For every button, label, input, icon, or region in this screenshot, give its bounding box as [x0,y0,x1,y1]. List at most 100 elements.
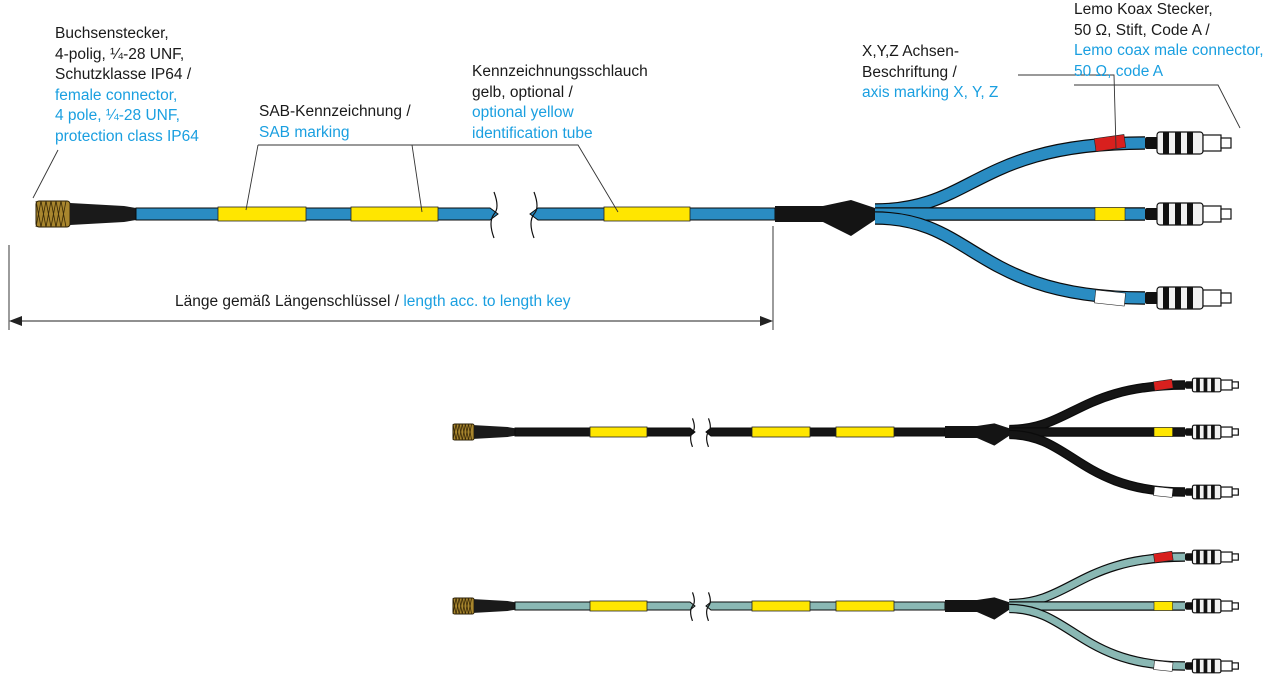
length-dimension-en: length acc. to length key [403,293,571,310]
yellow-marker [350,206,439,222]
lemo-front [1220,660,1233,672]
lemo-tip [1220,292,1232,304]
label-axis-marking: X,Y,Z Achsen- Beschriftung / axis markin… [862,42,998,104]
lemo-grip-band [1175,132,1181,154]
lemo-strain-relief [1145,208,1159,220]
main-cable-right [705,427,946,437]
identification-tube-de-line-1: Kennzeichnungsschlauch [472,63,648,80]
lemo-front [1220,426,1233,438]
knurl-line [35,200,42,228]
lemo-grip-band [1187,287,1193,309]
breakout-boot [977,423,1010,446]
lemo-strain-relief [1185,602,1194,610]
axis-marking-en-line-1: axis marking X, Y, Z [862,84,999,101]
sab-marking-en-line-1: SAB marking [259,123,350,141]
lemo-grip-band [1211,378,1215,392]
lemo-strain-relief [1185,553,1194,561]
lemo-grip-band [1163,203,1169,225]
knurl-line [465,423,469,441]
lemo-front [1202,289,1222,307]
yellow-marker [751,426,811,438]
knurl-line [465,597,469,615]
knurl-line [60,200,67,228]
breakout-boot [823,200,875,236]
lemo-grip-band [1163,287,1169,309]
lemo-front [1202,205,1222,223]
dimension-arrow-right [760,316,773,326]
break-mark-right [530,191,538,239]
female-connector-de-line-3: Schutzklasse IP64 / [55,66,192,83]
lemo-grip-band [1211,599,1215,613]
lemo-connector-de-line-2: 50 Ω, Stift, Code A / [1074,21,1210,39]
axis-marker-x [1153,550,1174,564]
lemo-grip-band [1196,550,1200,564]
branch-x-outline [1009,552,1186,609]
branch-z-cable [874,212,1146,304]
branch-x-cable [1009,381,1186,434]
axis-marker-z [1094,289,1126,307]
knurl-line [452,423,457,441]
label-female-connector: Buchsenstecker, 4-polig, ¼-28 UNF, Schut… [55,24,199,147]
branch-x-cable [874,137,1146,216]
lemo-tip [1231,662,1239,670]
knurl-line [461,597,466,615]
knurl-line [40,200,47,228]
splice-sleeve [945,600,977,612]
breakout-boot [977,597,1010,620]
leader-sab-marking-2 [411,144,470,213]
lemo-grip-band [1203,378,1208,392]
lemo-strain-relief [1185,662,1194,670]
identification-tube-de-line-2: gelb, optional / [472,83,573,101]
female-connector-en-line-3: protection class IP64 [55,127,199,145]
lemo-grip-band [1203,550,1208,564]
sab-marking-de-line-1: SAB-Kennzeichnung / [259,103,411,120]
lemo-grip-band [1163,132,1169,154]
lemo-connector [1185,658,1239,674]
lemo-grip-band [1175,203,1181,225]
lemo-tip [1220,208,1232,220]
cable-assembly-blue [35,131,1232,310]
lemo-grip-band [1203,485,1208,499]
lemo-tip [1220,137,1232,149]
lemo-connector-en-line-1: Lemo coax male connector, [1074,42,1264,59]
lemo-grip-band [1211,659,1215,673]
leader-identification-tube [470,144,619,213]
branch-z-outline [874,211,1146,305]
lemo-grip-band [1203,599,1208,613]
axis-marker-z [1153,660,1174,672]
yellow-marker [835,426,895,438]
splice-sleeve [775,206,823,222]
lemo-grip-band [1196,378,1200,392]
lemo-grip-band [1203,425,1208,439]
knurl-line [55,200,62,228]
female-connector-de-line-1: Buchsenstecker, [55,25,169,42]
lemo-front [1220,600,1233,612]
branch-z-outline [1009,603,1186,671]
knurl-line [455,423,460,441]
yellow-marker [589,426,648,438]
break-mark-right [706,592,711,622]
axis-marker-x [1153,378,1174,392]
knurl-line [45,200,52,228]
knurl-line [452,597,457,615]
lemo-connector [1185,424,1239,440]
cable-assembly-green [452,549,1239,674]
lemo-connector [1145,202,1232,226]
identification-tube-en-line-2: identification tube [472,124,593,142]
female-connector-de-line-2: 4-polig, ¼-28 UNF, [55,45,185,63]
lemo-front [1220,379,1233,391]
axis-marker-y [1094,207,1126,221]
leader-axis-marking [1018,74,1117,149]
length-dimension-de: Länge gemäß Längenschlüssel / [175,293,400,310]
break-mark-left [690,592,695,622]
knurl-line [468,423,472,441]
knurl-line [468,597,472,615]
yellow-marker [603,206,691,222]
yellow-marker [217,206,307,222]
lemo-connector [1145,131,1232,155]
main-cable-right [705,601,946,611]
female-connector [35,200,136,228]
knurl-line [458,423,463,441]
lemo-grip-band [1196,485,1200,499]
